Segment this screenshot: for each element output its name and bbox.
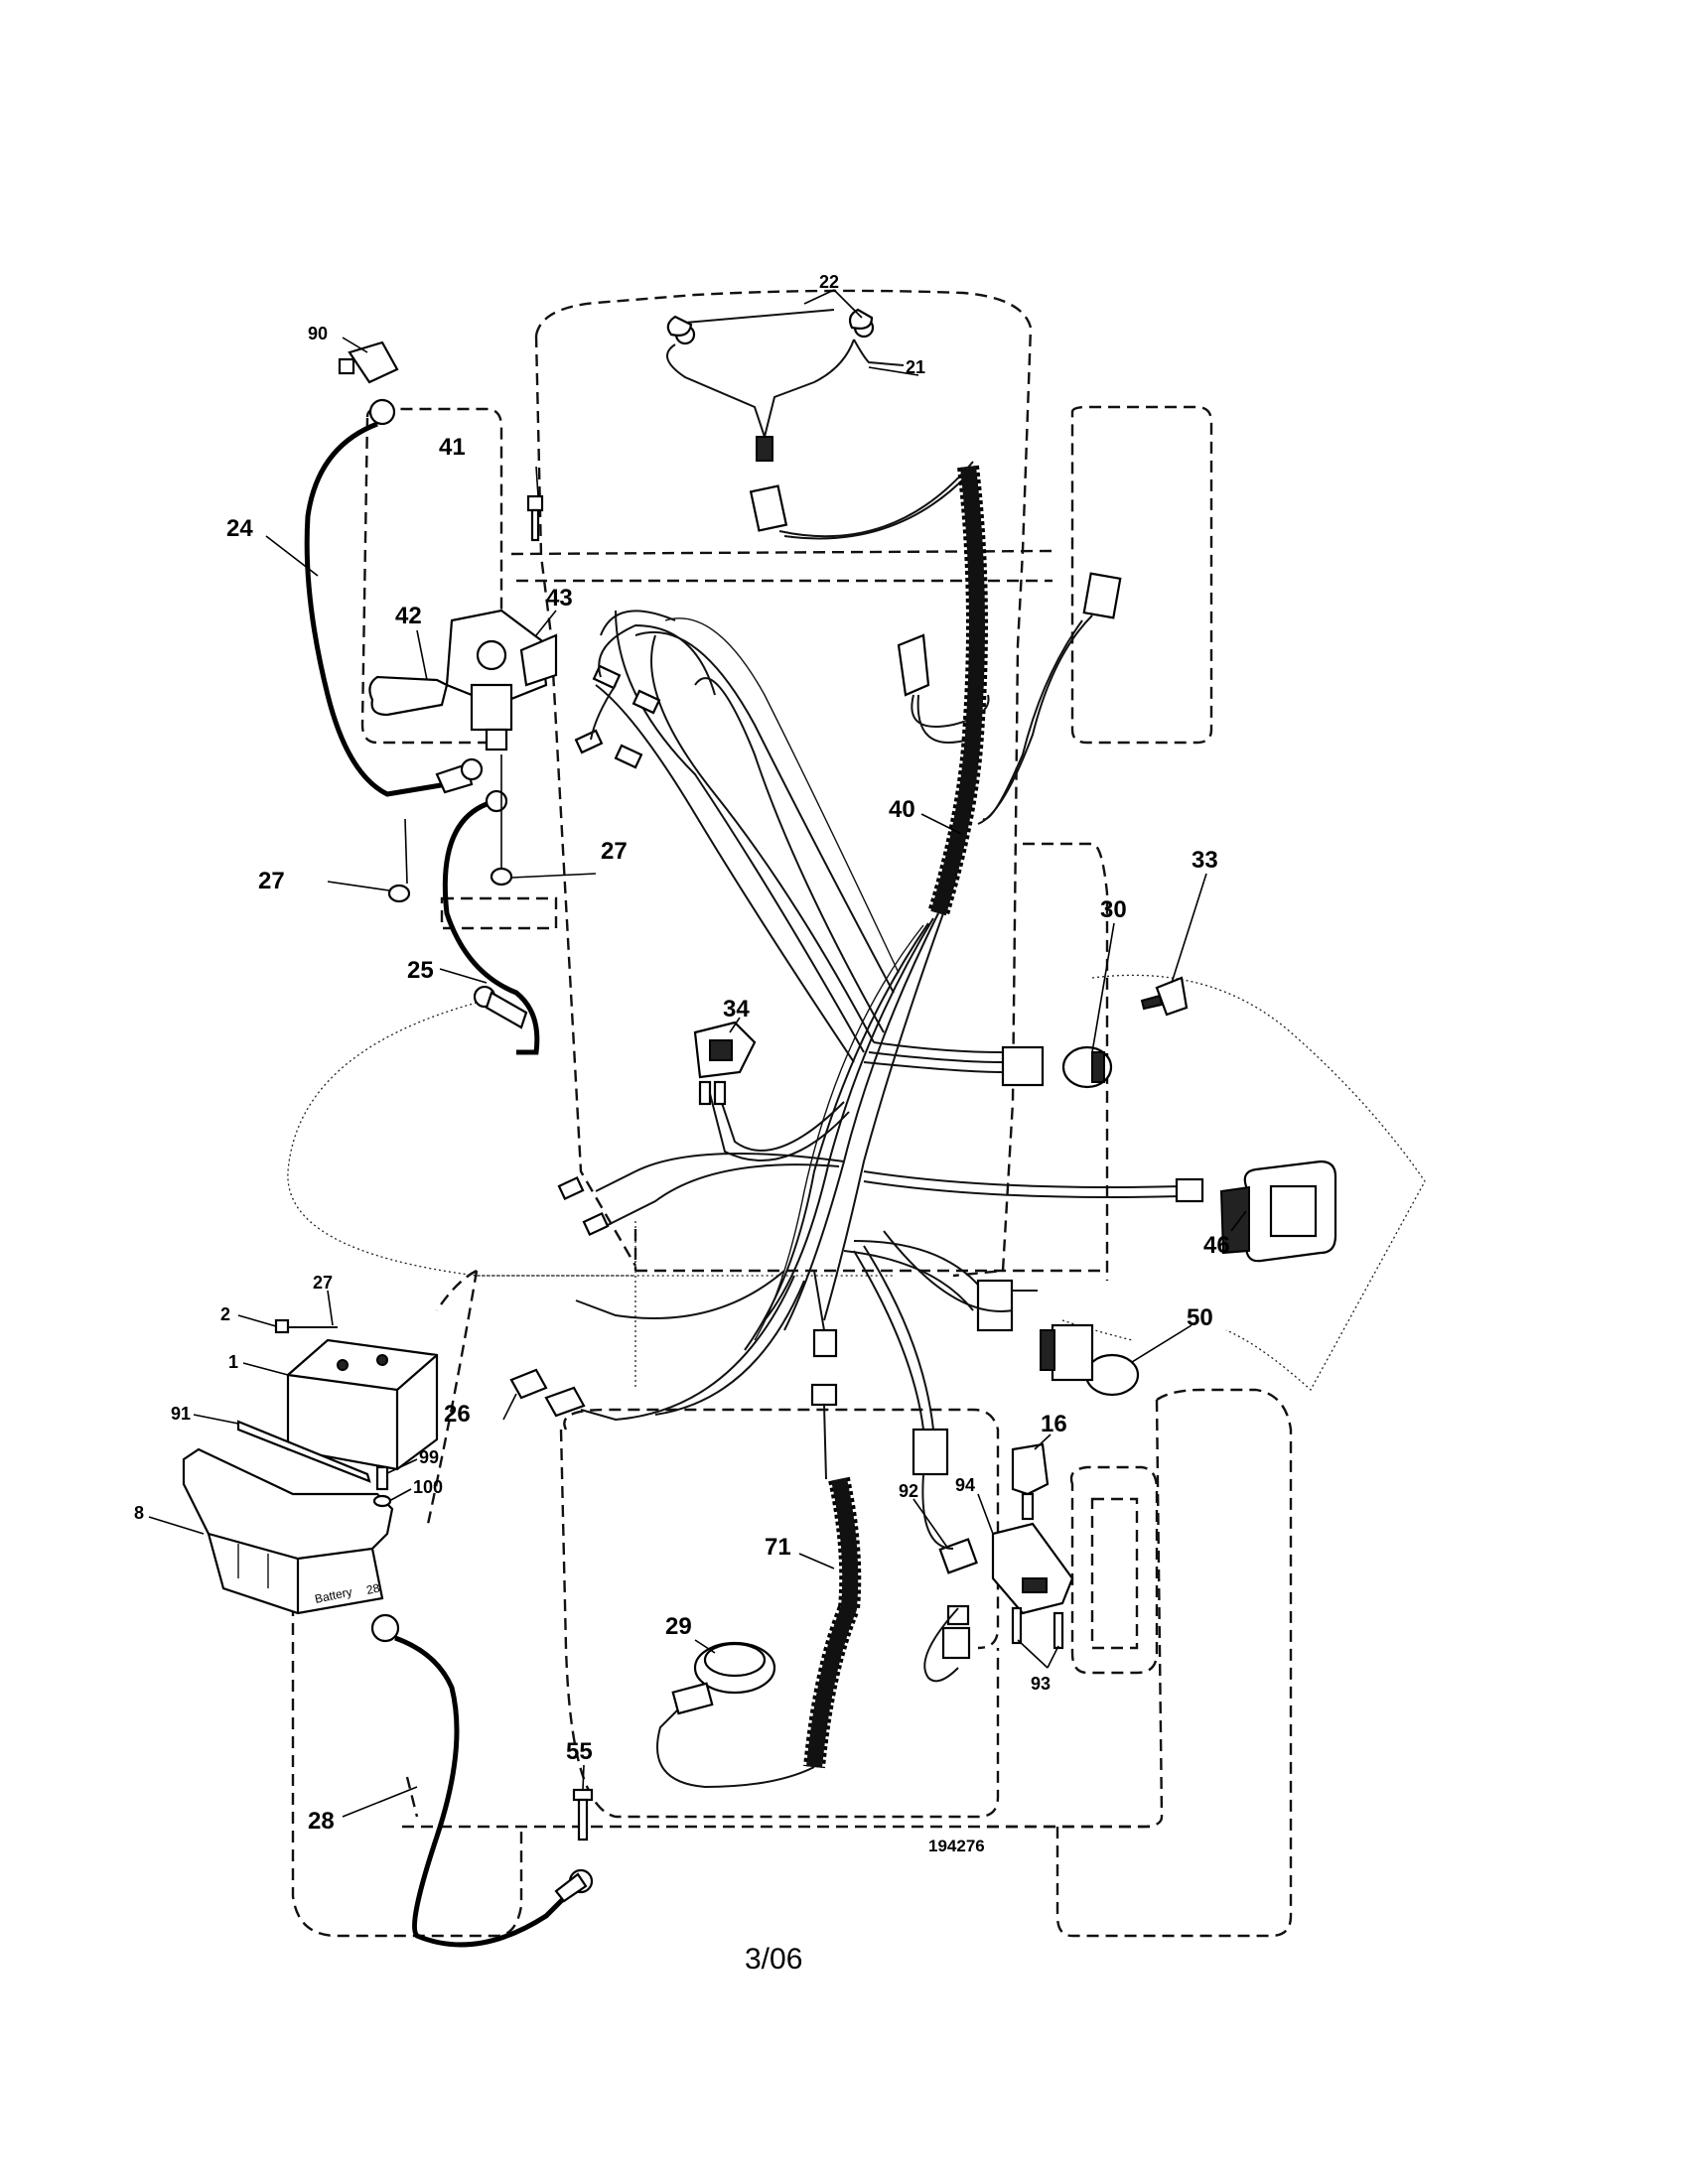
tractor-outline <box>291 289 1293 1938</box>
connector-46 <box>1175 1177 1204 1203</box>
callout-26: 26 <box>444 1401 471 1428</box>
battery-assembly <box>182 1318 439 1615</box>
ignition-key <box>1155 976 1189 1017</box>
callout-8: 8 <box>134 1503 144 1523</box>
switch-50 <box>1040 1323 1140 1397</box>
seat-harness-loom <box>656 1476 862 1789</box>
headlight-connector <box>749 484 788 532</box>
fuse-26 <box>509 1368 586 1418</box>
ignition-connector <box>1001 1045 1045 1087</box>
callout-28: 28 <box>308 1808 335 1835</box>
hold-down-strap <box>236 1420 371 1483</box>
leader-lines <box>148 289 1247 1818</box>
callout-30: 30 <box>1100 896 1127 923</box>
callout-24: 24 <box>226 515 253 542</box>
cable-24 <box>304 398 484 797</box>
callout-labels: 90 41 24 42 43 27 27 25 22 21 40 34 33 3… <box>134 272 1230 1835</box>
dotted-outlines <box>287 974 1426 1392</box>
cap-42 <box>368 675 449 717</box>
callout-2: 2 <box>220 1304 230 1324</box>
callout-94: 94 <box>955 1475 975 1495</box>
connector-b <box>632 689 661 715</box>
harness-wires <box>557 610 1204 1480</box>
callout-50: 50 <box>1187 1304 1213 1331</box>
callout-16: 16 <box>1041 1411 1067 1437</box>
callout-99: 99 <box>419 1447 439 1467</box>
callout-22: 22 <box>819 272 839 292</box>
callout-21: 21 <box>906 357 925 377</box>
page-number: 3/06 <box>745 1943 802 1976</box>
callout-43: 43 <box>546 585 573 612</box>
callout-71: 71 <box>765 1534 791 1561</box>
right-front-connector <box>897 572 1122 825</box>
callout-1: 1 <box>228 1352 238 1372</box>
connector-92-assembly <box>921 1473 978 1683</box>
cable-25 <box>442 789 540 1055</box>
callout-40: 40 <box>889 796 915 823</box>
cap-90 <box>338 341 399 384</box>
callout-27-mid: 27 <box>601 838 628 865</box>
switch-50-knob <box>1084 1353 1140 1397</box>
callout-90: 90 <box>308 324 328 343</box>
main-harness-loom <box>927 465 988 917</box>
callout-93: 93 <box>1031 1674 1051 1694</box>
rear-pedal-outline <box>1069 1465 1159 1675</box>
nut-27a <box>387 818 411 903</box>
battery-label-ref: 28 <box>365 1580 381 1597</box>
callout-27-battery: 27 <box>313 1273 333 1293</box>
connector-d <box>614 744 643 769</box>
cable-28 <box>370 1613 594 1948</box>
callout-33: 33 <box>1192 847 1218 874</box>
switch-46 <box>1219 1160 1337 1263</box>
callout-92: 92 <box>899 1481 918 1501</box>
ignition-switch <box>1061 976 1189 1089</box>
drawing-number: 194276 <box>928 1837 985 1855</box>
callout-42: 42 <box>395 603 422 629</box>
callout-91: 91 <box>171 1404 191 1424</box>
bolt-41 <box>526 494 544 542</box>
screws-93 <box>1011 1606 1064 1650</box>
headlight-harness <box>666 308 974 540</box>
callout-25: 25 <box>407 957 434 984</box>
callout-41: 41 <box>439 434 466 461</box>
switch-34 <box>693 1021 757 1106</box>
callout-46: 46 <box>1203 1232 1230 1259</box>
bolt-55 <box>572 1788 594 1842</box>
callout-29: 29 <box>665 1613 692 1640</box>
connector-c <box>574 729 604 754</box>
front-right-connector <box>1082 572 1122 619</box>
switch-16 <box>1011 1442 1050 1521</box>
connector-a <box>592 664 622 690</box>
connector-50 <box>976 1279 1014 1332</box>
callout-34: 34 <box>723 996 750 1023</box>
callout-55: 55 <box>566 1738 593 1765</box>
connector-92 <box>912 1428 949 1476</box>
callout-100: 100 <box>413 1477 443 1497</box>
switch-94 <box>991 1522 1074 1615</box>
seat-switch-29 <box>671 1641 776 1715</box>
callout-27-left: 27 <box>258 868 285 894</box>
starter-solenoid <box>445 609 558 751</box>
nut-27b <box>490 754 513 887</box>
